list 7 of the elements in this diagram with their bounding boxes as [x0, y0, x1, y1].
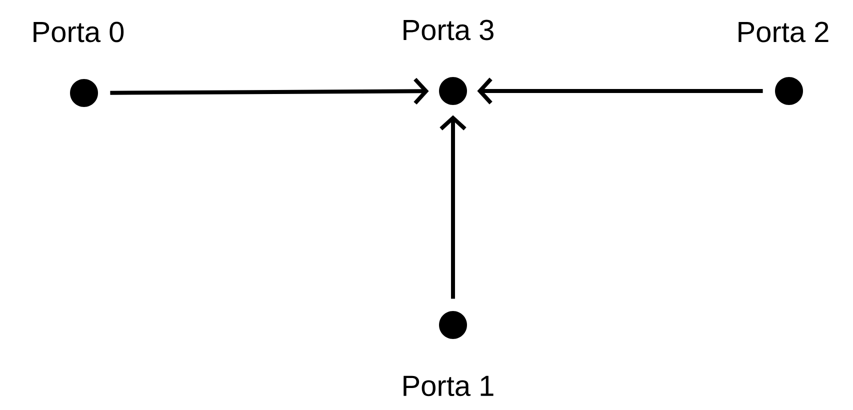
- port-label: Porta 0: [34, 22, 124, 42]
- arrow: [110, 78, 429, 105]
- arrow: [440, 115, 466, 299]
- arrow: [477, 78, 763, 104]
- port-label: Porta 2: [738, 22, 828, 42]
- port-label: Porta 1: [404, 376, 494, 396]
- port-label: Porta 3: [404, 20, 494, 40]
